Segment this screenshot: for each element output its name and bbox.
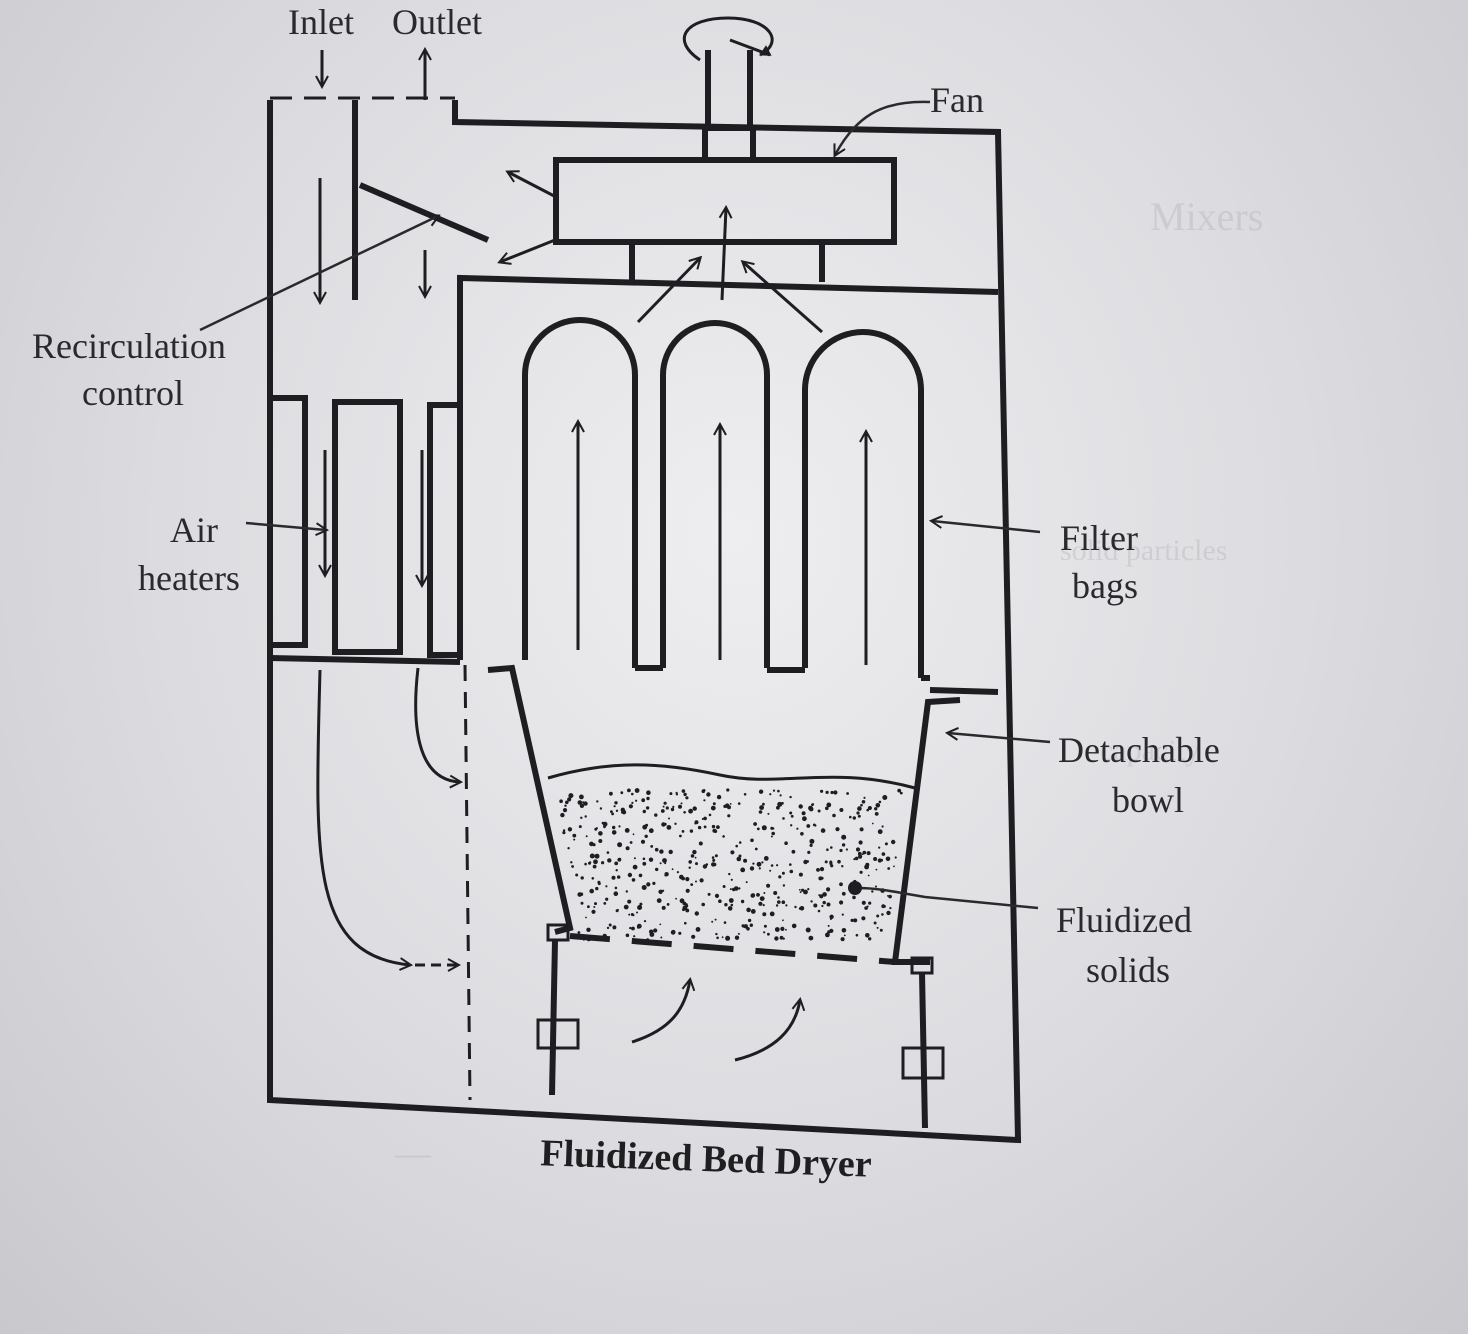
background-bleed-text: Mixers solid particles capacity: [1060, 194, 1263, 767]
filter-bag-1: [522, 317, 638, 668]
recirculation-damper: [358, 182, 490, 243]
svg-text:Recirculation: Recirculation: [32, 326, 226, 366]
svg-text:heaters: heaters: [138, 558, 240, 598]
fluidized-solids: [547, 763, 916, 942]
svg-text:solids: solids: [1086, 950, 1170, 990]
filter-air-arrows: [500, 172, 866, 665]
svg-text:Outlet: Outlet: [392, 2, 482, 42]
svg-text:Filter: Filter: [1060, 518, 1138, 558]
plenum-screen: [463, 664, 472, 1101]
svg-text:Air: Air: [170, 510, 218, 550]
svg-text:—: —: [394, 1133, 432, 1173]
svg-text:solid particles: solid particles: [1060, 534, 1227, 567]
svg-text:Detachable: Detachable: [1058, 730, 1220, 770]
svg-text:Fluidized Bed Dryer: Fluidized Bed Dryer: [540, 1132, 873, 1186]
filter-bag-3: [802, 329, 924, 678]
label-inlet: Inlet: [288, 2, 354, 42]
fan: [553, 16, 897, 282]
svg-text:capacity: capacity: [1100, 734, 1200, 767]
dryer-housing: [267, 96, 1022, 1144]
plenum-arrows: [316, 667, 460, 965]
filter-bag-2: [660, 320, 770, 668]
figure-caption: — Fluidized Bed Dryer: [394, 1132, 873, 1186]
detachable-bowl: [487, 664, 961, 1129]
label-detachable-bowl: Detachable bowl: [948, 730, 1220, 820]
recirculation-arrows: [320, 178, 425, 302]
inlet-outlet-arrows: [322, 50, 425, 100]
label-recirculation-control: Recirculation control: [32, 216, 438, 413]
svg-text:Inlet: Inlet: [288, 2, 354, 42]
filter-bags: [522, 317, 930, 681]
label-filter-bags: Filter bags: [932, 518, 1138, 606]
label-fluidized-solids: Fluidized solids: [848, 881, 1192, 990]
svg-text:bags: bags: [1072, 566, 1138, 606]
fluidizing-air-arrows: [631, 980, 800, 1062]
air-heaters: [269, 395, 463, 665]
label-air-heaters: Air heaters: [138, 510, 326, 598]
svg-text:Fan: Fan: [930, 80, 984, 120]
svg-text:Fluidized: Fluidized: [1056, 900, 1192, 940]
svg-text:control: control: [82, 373, 184, 413]
svg-text:Mixers: Mixers: [1150, 194, 1263, 239]
label-outlet: Outlet: [392, 2, 482, 42]
svg-text:bowl: bowl: [1112, 780, 1184, 820]
label-fan: Fan: [835, 80, 984, 155]
